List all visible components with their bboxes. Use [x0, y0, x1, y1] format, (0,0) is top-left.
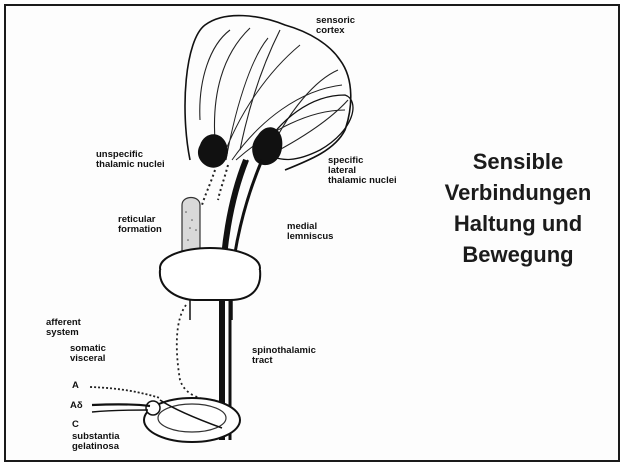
spinal-cord-inner	[158, 404, 226, 432]
substantia-gelatinosa-mark	[146, 401, 160, 415]
title-line-1: Sensible	[428, 146, 608, 177]
specific-nuclei-shape	[252, 127, 282, 165]
label-fiber-c: C	[72, 420, 79, 430]
brainstem-stalk	[190, 300, 232, 320]
title-line-3: Haltung und	[428, 208, 608, 239]
label-fiber-ad: Aδ	[70, 401, 83, 411]
brainstem-lower	[160, 270, 260, 300]
cortex-radiations	[222, 38, 345, 160]
fiber-a-line	[90, 387, 160, 398]
label-fiber-a: A	[72, 381, 79, 391]
fiber-c-line	[92, 410, 148, 412]
title-line-4: Bewegung	[428, 239, 608, 270]
fiber-ad-line	[92, 404, 150, 406]
slide-title: Sensible Verbindungen Haltung und Bewegu…	[428, 146, 608, 270]
title-line-2: Verbindungen	[428, 177, 608, 208]
unspecific-nuclei-shape	[198, 134, 228, 167]
dotted-afferent-path	[177, 305, 215, 400]
